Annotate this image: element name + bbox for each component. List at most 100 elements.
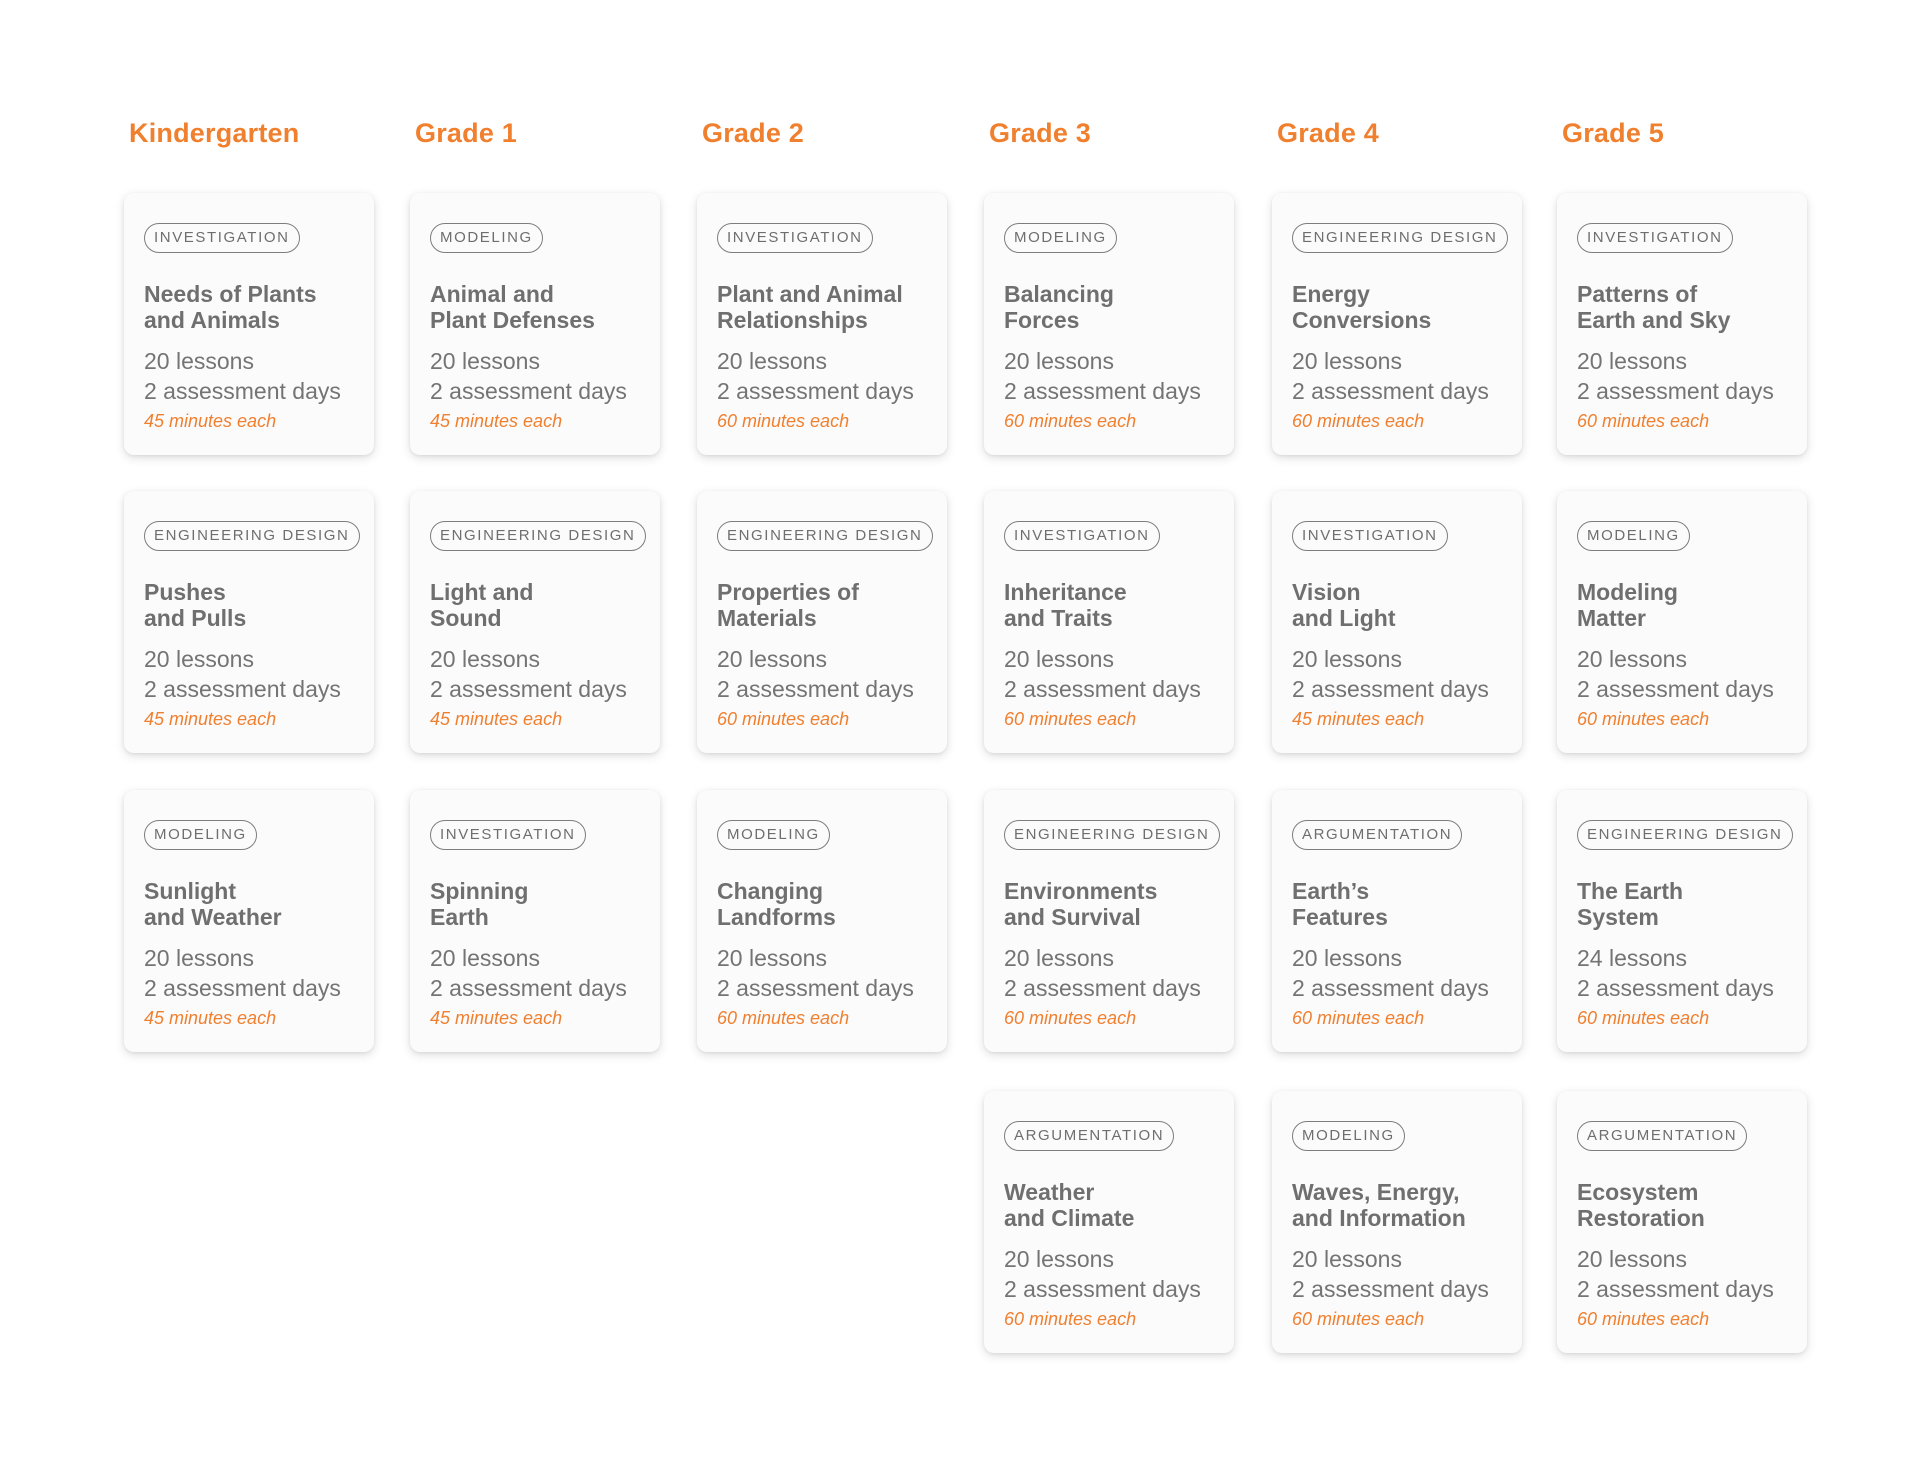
lesson-count: 20 lessons: [144, 945, 254, 971]
unit-title-line: Relationships: [717, 307, 868, 333]
unit-title-line: Needs of Plants: [144, 281, 317, 307]
unit-title-line: Weather: [1004, 1179, 1095, 1205]
session-length: 60 minutes each: [1004, 709, 1137, 729]
unit-type-badge: ENGINEERING DESIGN: [1292, 223, 1508, 253]
session-length: 45 minutes each: [1292, 709, 1425, 729]
unit-title-line: Spinning: [430, 878, 529, 904]
grade-heading: Grade 1: [415, 118, 517, 148]
unit-type-badge: ARGUMENTATION: [1577, 1121, 1748, 1151]
unit-title-line: Plant Defenses: [430, 307, 595, 333]
unit-type-badge: MODELING: [430, 223, 543, 253]
grade-heading: Kindergarten: [129, 118, 300, 148]
unit-title-line: Landforms: [717, 904, 836, 930]
unit-title-line: and Light: [1292, 605, 1396, 631]
unit-type-badge: MODELING: [144, 820, 257, 850]
unit-title-line: The Earth: [1577, 878, 1684, 904]
session-length: 45 minutes each: [144, 709, 277, 729]
assessment-days: 2 assessment days: [1004, 676, 1201, 702]
lesson-count: 20 lessons: [1292, 945, 1402, 971]
grade-heading: Grade 4: [1277, 118, 1379, 148]
unit-title-line: Environments: [1004, 878, 1158, 904]
unit-type-badge: ARGUMENTATION: [1004, 1121, 1175, 1151]
unit-title-line: and Climate: [1004, 1205, 1135, 1231]
assessment-days: 2 assessment days: [1292, 975, 1489, 1001]
unit-title-line: Restoration: [1577, 1205, 1705, 1231]
assessment-days: 2 assessment days: [1577, 378, 1774, 404]
assessment-days: 2 assessment days: [717, 975, 914, 1001]
assessment-days: 2 assessment days: [144, 975, 341, 1001]
unit-title-line: and Weather: [144, 904, 282, 930]
lesson-count: 20 lessons: [1292, 348, 1402, 374]
lesson-count: 20 lessons: [144, 348, 254, 374]
grade-heading: Grade 2: [702, 118, 804, 148]
lesson-count: 20 lessons: [144, 646, 254, 672]
unit-title-line: and Information: [1292, 1205, 1466, 1231]
assessment-days: 2 assessment days: [430, 378, 627, 404]
assessment-days: 2 assessment days: [144, 676, 341, 702]
unit-type-badge: ENGINEERING DESIGN: [1577, 820, 1793, 850]
unit-title-line: Balancing: [1004, 281, 1114, 307]
unit-title-line: Light and: [430, 579, 534, 605]
session-length: 60 minutes each: [717, 411, 850, 431]
assessment-days: 2 assessment days: [1577, 676, 1774, 702]
assessment-days: 2 assessment days: [717, 378, 914, 404]
lesson-count: 20 lessons: [1577, 646, 1687, 672]
lesson-count: 20 lessons: [1004, 646, 1114, 672]
unit-title-line: Waves, Energy,: [1292, 1179, 1460, 1205]
unit-title-line: Earth’s: [1292, 878, 1370, 904]
unit-type-badge: ENGINEERING DESIGN: [1004, 820, 1220, 850]
unit-title-line: Pushes: [144, 579, 226, 605]
unit-type-badge: ENGINEERING DESIGN: [430, 521, 646, 551]
unit-title-line: Sound: [430, 605, 502, 631]
lesson-count: 20 lessons: [717, 348, 827, 374]
unit-title-line: Forces: [1004, 307, 1080, 333]
unit-title-line: Ecosystem: [1577, 1179, 1699, 1205]
assessment-days: 2 assessment days: [1577, 975, 1774, 1001]
unit-title-line: Sunlight: [144, 878, 236, 904]
unit-title-line: Earth: [430, 904, 489, 930]
assessment-days: 2 assessment days: [717, 676, 914, 702]
session-length: 60 minutes each: [1577, 1008, 1710, 1028]
unit-type-badge: ARGUMENTATION: [1292, 820, 1463, 850]
session-length: 60 minutes each: [1577, 411, 1710, 431]
unit-title-line: Inheritance: [1004, 579, 1127, 605]
unit-type-badge: MODELING: [1292, 1121, 1405, 1151]
session-length: 60 minutes each: [717, 1008, 850, 1028]
assessment-days: 2 assessment days: [144, 378, 341, 404]
unit-title-line: Vision: [1292, 579, 1361, 605]
